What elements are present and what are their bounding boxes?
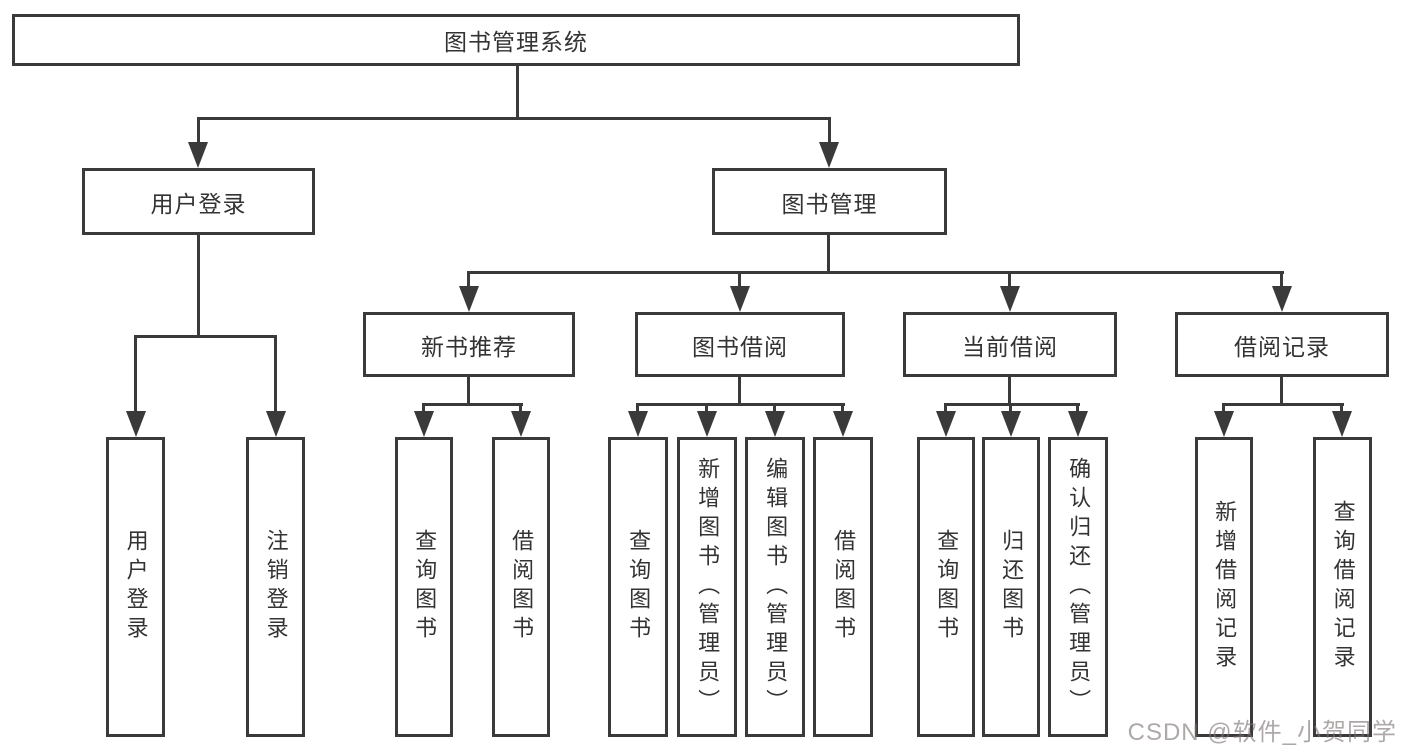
connector-newbook-drop-2: [519, 403, 522, 415]
leaf-user-login-label: 用户登录: [123, 529, 149, 645]
connector-current-drop-1: [944, 403, 947, 415]
connector-current-rail: [944, 403, 1080, 406]
leaf-query-borrow-record-label: 查询借阅记录: [1330, 500, 1356, 674]
node-root-label: 图书管理系统: [444, 29, 588, 55]
arrow-down-icon: [765, 411, 785, 437]
connector-records-stem: [1280, 377, 1283, 406]
leaf-query-books-3: 查询图书: [917, 437, 975, 737]
connector-newbook-stem: [467, 377, 470, 406]
arrow-down-icon: [1214, 411, 1234, 437]
connector-borrow-drop-1: [636, 403, 639, 415]
node-user-login: 用户登录: [82, 168, 315, 235]
csdn-watermark: CSDN @软件_小贺同学: [1127, 719, 1397, 746]
connector-borrow-drop-3: [773, 403, 776, 415]
connector-root-rail: [197, 117, 831, 120]
connector-userlogin-drop-left: [134, 335, 137, 415]
node-new-book-recommend-label: 新书推荐: [421, 333, 517, 360]
arrow-down-icon: [936, 411, 956, 437]
node-borrow-records: 借阅记录: [1175, 312, 1389, 377]
node-book-borrow: 图书借阅: [635, 312, 845, 377]
arrow-down-icon: [1068, 411, 1088, 437]
leaf-add-books-admin-label: 新增图书（管理员）: [695, 456, 721, 718]
connector-userlogin-drop-right: [274, 335, 277, 415]
arrow-down-icon: [188, 142, 208, 168]
leaf-borrow-books-2-label: 借阅图书: [831, 529, 857, 645]
leaf-query-books-1-label: 查询图书: [412, 529, 438, 645]
node-borrow-records-label: 借阅记录: [1234, 333, 1330, 360]
connector-borrow-drop-2: [705, 403, 708, 415]
connector-bookmgmt-stem: [827, 235, 830, 274]
connector-records-rail: [1222, 403, 1344, 406]
leaf-confirm-return-admin-label: 确认归还（管理员）: [1066, 456, 1092, 718]
arrow-down-icon: [730, 286, 750, 312]
arrow-down-icon: [1272, 286, 1292, 312]
connector-bookmgmt-drop-4: [1280, 271, 1283, 289]
node-current-borrow: 当前借阅: [903, 312, 1117, 377]
leaf-add-borrow-record: 新增借阅记录: [1195, 437, 1253, 737]
connector-records-drop-2: [1340, 403, 1343, 415]
leaf-add-books-admin: 新增图书（管理员）: [677, 437, 737, 737]
connector-root-stem: [516, 66, 519, 120]
leaf-query-books-2: 查询图书: [608, 437, 668, 737]
arrow-down-icon: [1332, 411, 1352, 437]
leaf-add-borrow-record-label: 新增借阅记录: [1212, 500, 1238, 674]
arrow-down-icon: [459, 286, 479, 312]
leaf-return-books: 归还图书: [982, 437, 1040, 737]
connector-bookmgmt-drop-3: [1008, 271, 1011, 289]
connector-bookmgmt-drop-2: [738, 271, 741, 289]
connector-borrow-rail: [636, 403, 845, 406]
node-root: 图书管理系统: [12, 14, 1020, 66]
leaf-confirm-return-admin: 确认归还（管理员）: [1048, 437, 1108, 737]
leaf-logout-label: 注销登录: [263, 529, 289, 645]
node-book-borrow-label: 图书借阅: [692, 333, 788, 360]
connector-userlogin-rail: [134, 335, 277, 338]
leaf-edit-books-admin-label: 编辑图书（管理员）: [763, 456, 789, 718]
arrow-down-icon: [697, 411, 717, 437]
leaf-query-books-1: 查询图书: [395, 437, 453, 737]
arrow-down-icon: [1001, 411, 1021, 437]
node-new-book-recommend: 新书推荐: [363, 312, 575, 377]
connector-bookmgmt-rail: [467, 271, 1284, 274]
arrow-down-icon: [414, 411, 434, 437]
connector-userlogin-stem: [197, 235, 200, 338]
connector-records-drop-1: [1222, 403, 1225, 415]
node-user-login-label: 用户登录: [150, 190, 247, 217]
leaf-query-books-3-label: 查询图书: [934, 529, 960, 645]
arrow-down-icon: [628, 411, 648, 437]
connector-bookmgmt-drop-1: [467, 271, 470, 289]
node-book-management-label: 图书管理: [781, 190, 878, 217]
leaf-borrow-books-1-label: 借阅图书: [509, 529, 535, 645]
leaf-borrow-books-1: 借阅图书: [492, 437, 550, 737]
connector-current-drop-2: [1009, 403, 1012, 415]
arrow-down-icon: [1000, 286, 1020, 312]
connector-current-stem: [1008, 377, 1011, 406]
node-book-management: 图书管理: [712, 168, 947, 235]
leaf-return-books-label: 归还图书: [999, 529, 1025, 645]
leaf-edit-books-admin: 编辑图书（管理员）: [745, 437, 805, 737]
connector-newbook-rail: [422, 403, 523, 406]
leaf-user-login: 用户登录: [106, 437, 165, 737]
leaf-query-books-2-label: 查询图书: [626, 529, 652, 645]
arrow-down-icon: [266, 411, 286, 437]
arrow-down-icon: [833, 411, 853, 437]
leaf-logout: 注销登录: [246, 437, 305, 737]
arrow-down-icon: [126, 411, 146, 437]
connector-borrow-stem: [738, 377, 741, 406]
connector-root-drop-right: [828, 117, 831, 145]
connector-root-drop-left: [197, 117, 200, 145]
node-current-borrow-label: 当前借阅: [962, 333, 1058, 360]
arrow-down-icon: [819, 142, 839, 168]
connector-borrow-drop-4: [841, 403, 844, 415]
connector-current-drop-3: [1076, 403, 1079, 415]
connector-newbook-drop-1: [422, 403, 425, 415]
arrow-down-icon: [511, 411, 531, 437]
leaf-query-borrow-record: 查询借阅记录: [1313, 437, 1372, 737]
leaf-borrow-books-2: 借阅图书: [813, 437, 873, 737]
